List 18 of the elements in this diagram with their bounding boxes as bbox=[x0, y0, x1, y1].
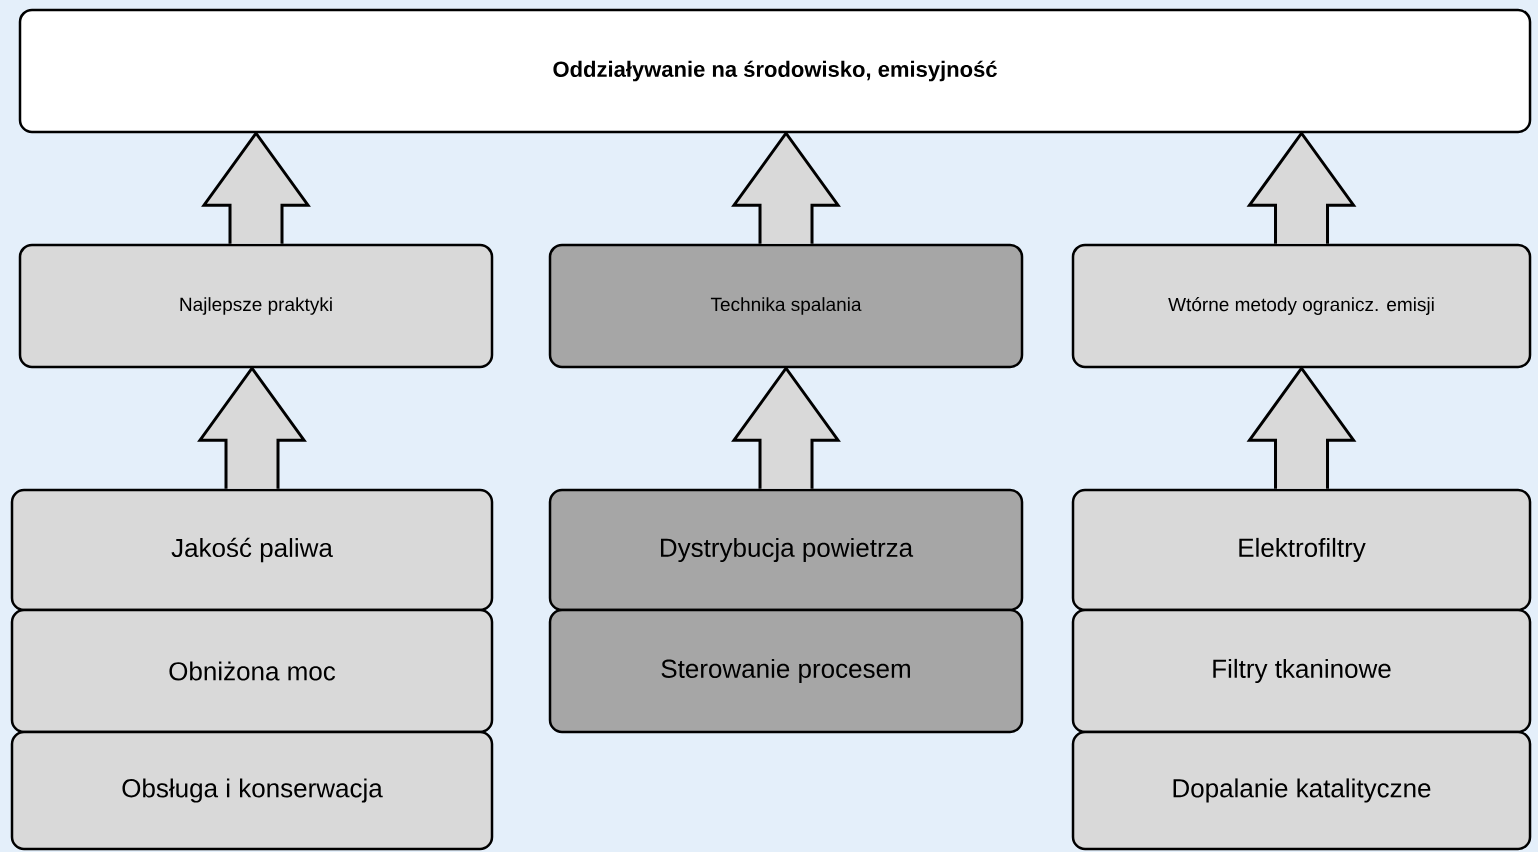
item-box: Jakość paliwa bbox=[10, 488, 494, 612]
block-arrow bbox=[197, 365, 307, 491]
item-box: Elektrofiltry bbox=[1071, 488, 1532, 612]
block-arrow bbox=[731, 365, 841, 491]
item-box: Obniżona moc bbox=[10, 608, 494, 734]
item-box: Filtry tkaninowe bbox=[1071, 608, 1532, 734]
item-box: Dopalanie katalityczne bbox=[1071, 730, 1532, 851]
block-arrow bbox=[201, 130, 311, 246]
block-arrow bbox=[1246, 130, 1357, 246]
item-box: Sterowanie procesem bbox=[548, 608, 1024, 734]
block-arrow bbox=[1246, 365, 1357, 491]
category-box: Wtórne metody ogranicz. emisji bbox=[1071, 243, 1532, 369]
title-box: Oddziaływanie na środowisko, emisyjność bbox=[18, 8, 1532, 134]
item-box: Obsługa i konserwacja bbox=[10, 730, 494, 851]
block-arrow bbox=[731, 130, 841, 246]
category-box: Najlepsze praktyki bbox=[18, 243, 494, 369]
category-box: Technika spalania bbox=[548, 243, 1024, 369]
item-box: Dystrybucja powietrza bbox=[548, 488, 1024, 612]
